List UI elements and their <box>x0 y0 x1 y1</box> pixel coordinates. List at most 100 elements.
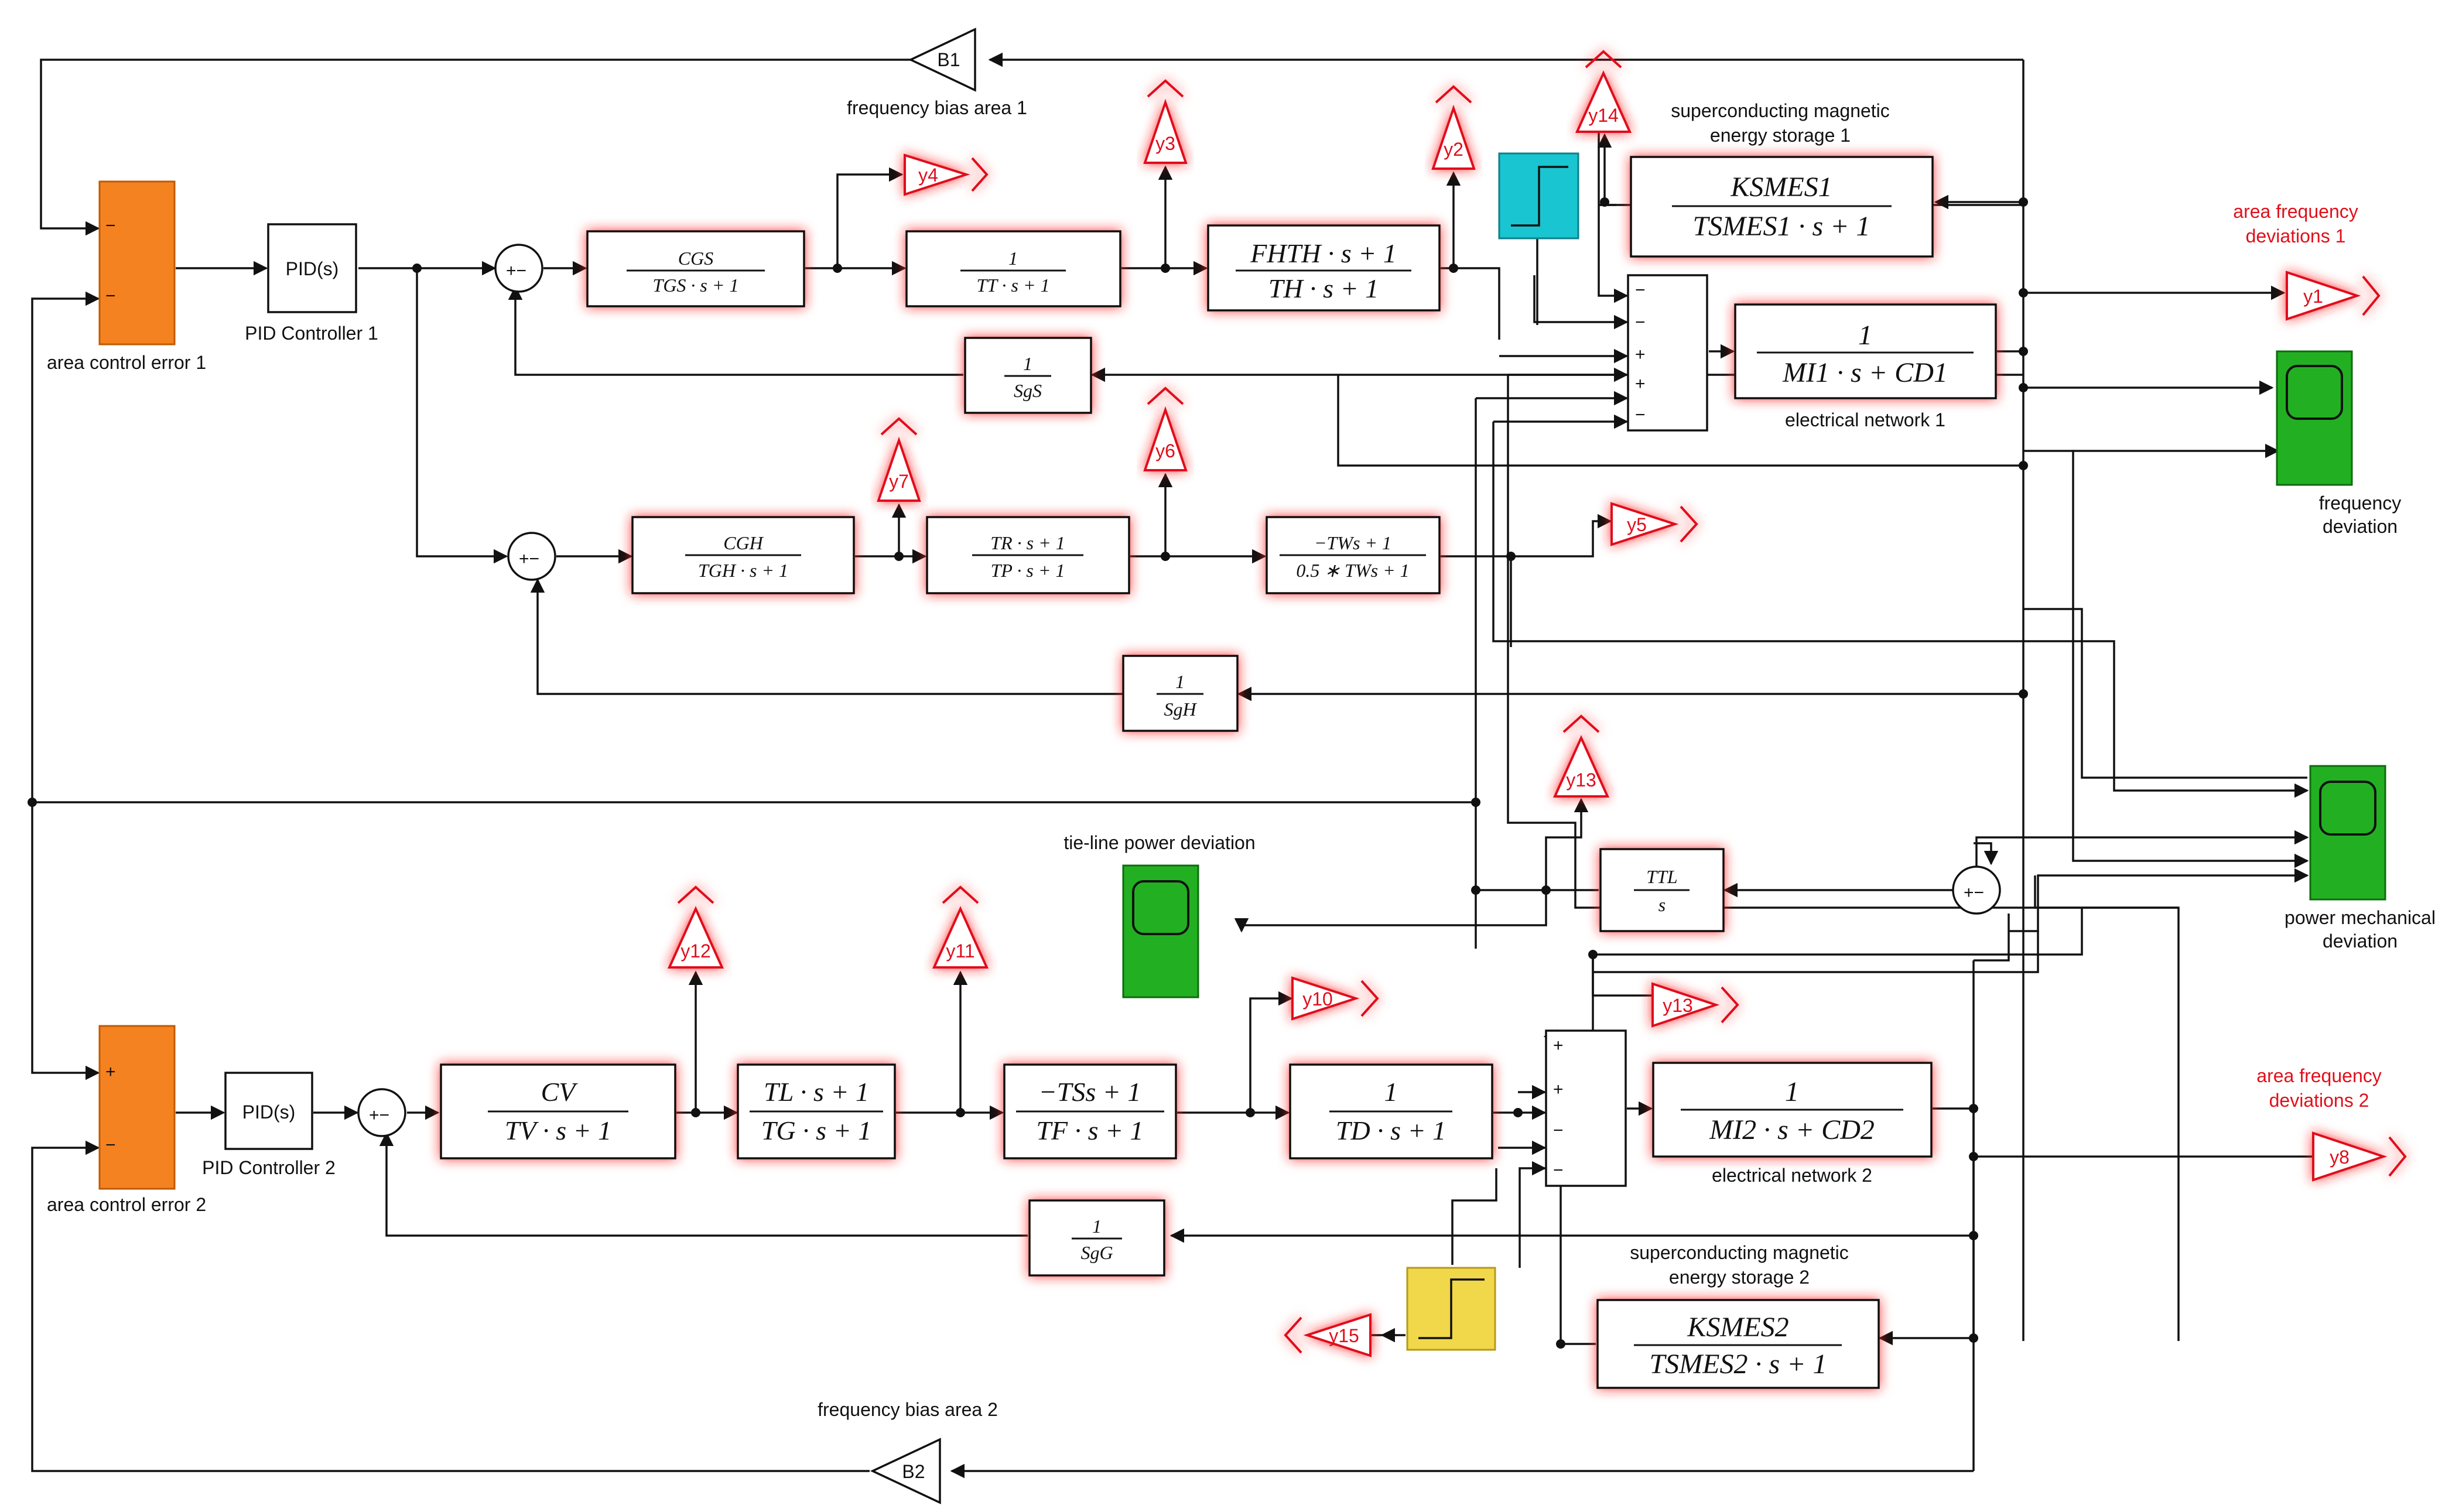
sum4-signs: +− <box>1964 883 1984 902</box>
scope-tie-line-power-deviation[interactable] <box>1122 864 1199 998</box>
output-y13b-text: y13 <box>1663 995 1693 1016</box>
tf-tw-den: 0.5 ∗ TWs + 1 <box>1296 560 1409 581</box>
output-y13-top[interactable]: y13 <box>1552 714 1610 798</box>
ace1-sign-2: − <box>105 286 116 306</box>
pid-controller-2-label: PID Controller 2 <box>202 1157 336 1178</box>
output-y1[interactable]: y1 <box>2286 271 2381 321</box>
sum-column-area1[interactable]: − − + + − <box>1627 274 1708 432</box>
output-y13-right[interactable]: y13 <box>1651 982 1739 1028</box>
output-y11-text: y11 <box>946 940 974 962</box>
gain-b2-text: B2 <box>902 1461 925 1482</box>
tf-cgs[interactable]: CGS TGS · s + 1 <box>586 230 805 307</box>
tf-mi2-den: MI2 · s + CD2 <box>1709 1114 1875 1145</box>
tf-cv-num: CV <box>541 1077 579 1107</box>
sum2-signs: +− <box>519 549 539 569</box>
tf-ksmes2[interactable]: KSMES2 TSMES2 · s + 1 <box>1596 1299 1880 1389</box>
tf-cgh-den: TGH · s + 1 <box>698 560 788 581</box>
electrical-network-1-label: electrical network 1 <box>1785 409 1945 430</box>
tf-tr-num: TR · s + 1 <box>990 532 1065 553</box>
output-y3-text: y3 <box>1155 133 1175 154</box>
area-control-error-2[interactable]: + − <box>98 1025 176 1190</box>
pid-controller-2[interactable]: PID(s) <box>224 1072 313 1150</box>
scope-power-mechanical-deviation[interactable] <box>2309 765 2386 901</box>
tf-sgs-den: SgS <box>1014 380 1042 401</box>
tf-sgg[interactable]: 1 SgG <box>1028 1199 1165 1277</box>
mux1-sign-5: − <box>1635 405 1646 425</box>
output-y5-text: y5 <box>1627 514 1647 535</box>
sum-block-tie-line[interactable]: +− <box>1952 866 2001 915</box>
tf-td-num: 1 <box>1384 1077 1398 1107</box>
tf-ts-num: −TSs + 1 <box>1039 1077 1141 1107</box>
output-y5[interactable]: y5 <box>1610 502 1698 546</box>
mux2-sign-3: − <box>1553 1121 1564 1140</box>
output-y15-text: y15 <box>1329 1325 1359 1346</box>
tf-fhth-den: TH · s + 1 <box>1268 273 1379 303</box>
step-block-yellow[interactable] <box>1406 1267 1496 1351</box>
output-y15[interactable]: y15 <box>1284 1313 1372 1357</box>
ace1-sign-1: − <box>105 216 116 235</box>
output-y4[interactable]: y4 <box>904 153 989 196</box>
output-y10-text: y10 <box>1302 988 1333 1010</box>
gain-b1-text: B1 <box>937 49 960 70</box>
tf-cgh[interactable]: CGH TGH · s + 1 <box>631 516 855 594</box>
gain-b1[interactable]: B1 <box>908 28 976 92</box>
tf-sgh-den: SgH <box>1164 699 1197 720</box>
tf-mi2[interactable]: 1 MI2 · s + CD2 <box>1652 1062 1933 1158</box>
tf-sgs[interactable]: 1 SgS <box>964 337 1092 414</box>
sum-block-area2[interactable]: +− <box>357 1088 406 1137</box>
pid-controller-1[interactable]: PID(s) <box>267 223 357 313</box>
output-y14[interactable]: y14 <box>1575 50 1632 133</box>
output-y7[interactable]: y7 <box>877 417 921 502</box>
output-y3[interactable]: y3 <box>1143 79 1188 164</box>
tf-cgs-num: CGS <box>678 248 713 269</box>
sum-column-area2[interactable]: + + − − <box>1545 1029 1627 1187</box>
step-block-cyan[interactable] <box>1498 152 1579 240</box>
tf-tt[interactable]: 1 TT · s + 1 <box>905 230 1121 307</box>
gain-b2[interactable]: B2 <box>870 1438 941 1504</box>
tf-ksmes1[interactable]: KSMES1 TSMES1 · s + 1 <box>1630 156 1934 258</box>
tf-cv[interactable]: CV TV · s + 1 <box>440 1063 676 1159</box>
output-y12[interactable]: y12 <box>667 885 724 969</box>
sum-block-area1-top[interactable]: +− <box>494 244 543 293</box>
output-y10[interactable]: y10 <box>1291 976 1379 1021</box>
output-y7-text: y7 <box>889 471 909 492</box>
tf-tt-num: 1 <box>1008 248 1018 269</box>
tf-td-den: TD · s + 1 <box>1336 1116 1446 1145</box>
tf-sgh-num: 1 <box>1175 671 1185 692</box>
output-y2[interactable]: y2 <box>1431 85 1476 170</box>
output-y4-text: y4 <box>918 165 938 186</box>
tf-tt-den: TT · s + 1 <box>976 275 1049 296</box>
smes2-label-2: energy storage 2 <box>1669 1267 1810 1288</box>
scope-frequency-deviation[interactable] <box>2276 350 2353 486</box>
tf-mi1-den: MI1 · s + CD1 <box>1782 357 1948 388</box>
mux1-sign-1: − <box>1635 280 1646 300</box>
output-y8-text: y8 <box>2330 1147 2350 1168</box>
tf-ksmes1-num: KSMES1 <box>1730 172 1832 203</box>
tf-tl-den: TG · s + 1 <box>761 1116 871 1145</box>
tf-cv-den: TV · s + 1 <box>505 1116 611 1145</box>
mux1-sign-2: − <box>1635 313 1646 332</box>
tf-tr[interactable]: TR · s + 1 TP · s + 1 <box>926 516 1130 594</box>
ace2-sign-1: + <box>105 1062 116 1082</box>
tf-ttl[interactable]: TTL s <box>1599 848 1725 932</box>
output-y8[interactable]: y8 <box>2312 1131 2407 1182</box>
output-y6[interactable]: y6 <box>1143 386 1188 471</box>
tie-line-power-deviation-label: tie-line power deviation <box>1063 832 1255 853</box>
afd2-label-1: area frequency <box>2256 1065 2381 1086</box>
tf-fhth[interactable]: FHTH · s + 1 TH · s + 1 <box>1207 224 1441 312</box>
tf-tw[interactable]: −TWs + 1 0.5 ∗ TWs + 1 <box>1266 516 1441 594</box>
tf-tl[interactable]: TL · s + 1 TG · s + 1 <box>737 1063 896 1159</box>
tf-td[interactable]: 1 TD · s + 1 <box>1289 1063 1493 1159</box>
tf-sgh[interactable]: 1 SgH <box>1122 655 1239 732</box>
tf-fhth-num: FHTH · s + 1 <box>1250 238 1397 268</box>
sum3-signs: +− <box>369 1106 389 1125</box>
tf-ksmes2-num: KSMES2 <box>1687 1312 1788 1343</box>
output-y11[interactable]: y11 <box>932 885 989 969</box>
tf-mi1[interactable]: 1 MI1 · s + CD1 <box>1734 303 1997 399</box>
pid-2-text: PID(s) <box>242 1101 296 1123</box>
sum-block-area1-bottom[interactable]: +− <box>507 532 556 581</box>
afd1-label-2: deviations 1 <box>2246 225 2346 247</box>
tf-ts[interactable]: −TSs + 1 TF · s + 1 <box>1003 1063 1177 1159</box>
area-control-error-1[interactable]: − − <box>98 180 176 345</box>
